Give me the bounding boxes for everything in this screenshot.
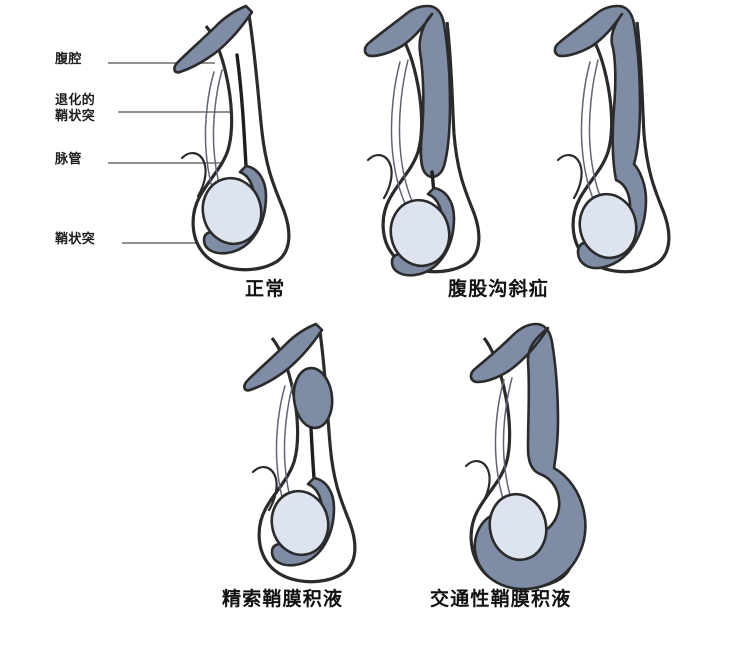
callout-line: 鞘状突	[55, 108, 96, 124]
vessel-hook-normal	[180, 152, 207, 198]
abdominal-cavity-normal	[173, 4, 254, 74]
degenerated-processus-hernia-b-inner	[588, 59, 607, 211]
callout-label-degenerated-processus-vaginalis: 退化的 鞘状突	[55, 93, 95, 125]
vessel-hook-communicating	[464, 460, 491, 506]
panel-communicating-hydrocele	[464, 322, 587, 591]
degenerated-processus-hernia-a	[390, 61, 409, 211]
spermatic-cord-normal	[235, 53, 248, 168]
callout-label-processus-vaginalis: 鞘状突	[55, 232, 95, 249]
testis-normal	[201, 176, 263, 246]
abdominal-cavity-hernia-b	[553, 4, 648, 270]
testis-cord-hydrocele	[270, 489, 330, 557]
panel-hernia-a	[363, 4, 481, 277]
testis-hernia-b	[578, 192, 638, 260]
abdominal-cavity-hernia-a	[363, 4, 452, 179]
testis-communicating	[488, 492, 548, 562]
cord-hydrocele-cyst	[292, 366, 334, 430]
spermatic-cord-cord-hydrocele	[309, 426, 316, 480]
caption-communicating-hydrocele: 交通性鞘膜积液	[430, 588, 572, 610]
panel-cord-hydrocele	[243, 322, 357, 584]
caption-indirect-inguinal-hernia: 腹股沟斜疝	[448, 278, 550, 300]
degenerated-processus-hernia-b	[580, 61, 599, 211]
callout-line: 腹腔	[55, 52, 82, 67]
panel-hernia-b	[553, 4, 671, 274]
callout-label-vessels: 脉管	[55, 152, 82, 169]
vessel-hook-cord-hydrocele	[251, 466, 278, 512]
abdominal-cavity-cord-hydrocele	[243, 322, 324, 392]
callout-label-abdominal-cavity: 腹腔	[55, 52, 82, 69]
degenerated-processus-hernia-a-inner	[398, 59, 417, 211]
callout-line: 退化的	[55, 93, 96, 108]
panel-normal	[173, 4, 291, 272]
callout-line: 鞘状突	[55, 232, 96, 247]
vessel-hook-hernia-b	[556, 154, 583, 200]
testis-hernia-a	[389, 198, 451, 268]
caption-spermatic-cord-hydrocele: 精索鞘膜积液	[222, 588, 344, 610]
callout-line: 脉管	[55, 152, 82, 167]
vessel-hook-hernia-a	[366, 154, 393, 200]
caption-normal: 正常	[245, 278, 286, 300]
